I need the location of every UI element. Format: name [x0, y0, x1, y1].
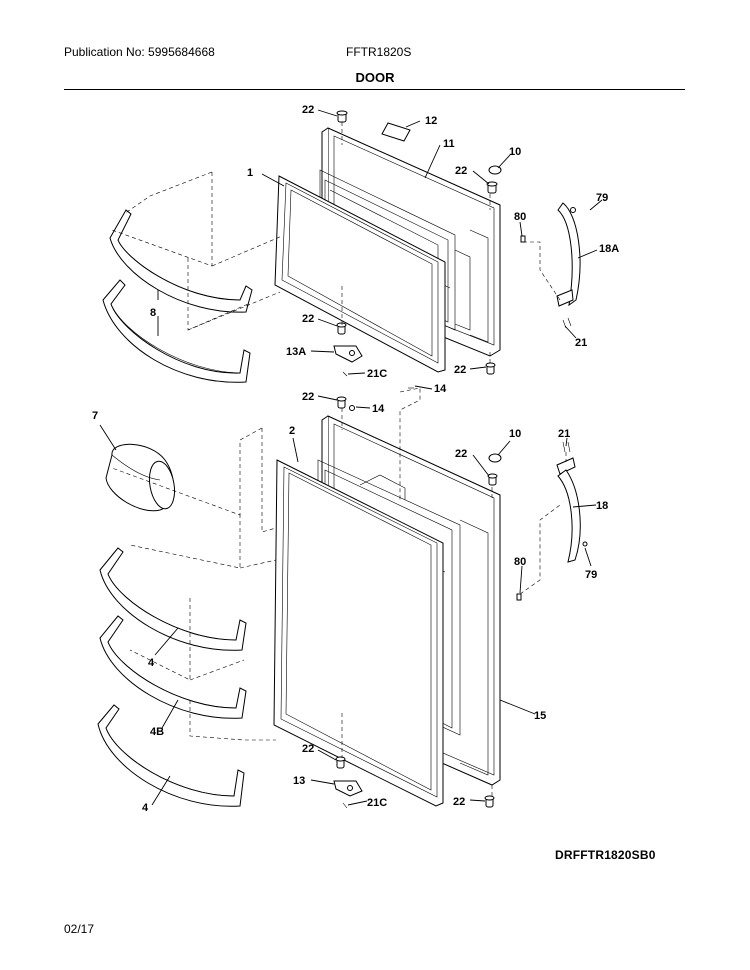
section-title: DOOR [355, 70, 395, 85]
callout-79: 79 [596, 192, 608, 204]
callout-8: 8 [150, 307, 156, 319]
leader-lines [99, 109, 603, 806]
callout-22: 22 [453, 796, 465, 808]
fresh-food-door-shelves [97, 547, 247, 807]
callout-22: 22 [455, 165, 467, 177]
callout-22: 22 [454, 364, 466, 376]
callout-13A: 13A [286, 346, 306, 358]
drawing-code: DRFFTR1820SB0 [555, 848, 656, 862]
callout-18: 18 [596, 500, 608, 512]
publication-number: Publication No: 5995684668 [64, 45, 215, 59]
callout-2: 2 [289, 425, 295, 437]
callout-10: 10 [509, 146, 521, 158]
callout-10: 10 [509, 428, 521, 440]
callout-18A: 18A [599, 243, 619, 255]
callout-21C: 21C [367, 797, 387, 809]
callout-79: 79 [585, 569, 597, 581]
callout-7: 7 [92, 410, 98, 422]
callout-4: 4 [142, 802, 149, 814]
callout-22: 22 [455, 448, 467, 460]
callout-15: 15 [534, 710, 546, 722]
callout-4: 4 [148, 657, 155, 669]
callout-13: 13 [293, 775, 305, 787]
header-rule [64, 89, 685, 90]
callout-labels: 22 12 11 10 22 1 79 80 18A 8 22 21 13A 2… [92, 104, 619, 814]
revision-date: 02/17 [64, 922, 95, 936]
callout-22: 22 [302, 104, 314, 116]
fresh-food-door-assembly [273, 387, 588, 809]
callout-22: 22 [302, 391, 314, 403]
freezer-door-shelves [102, 209, 253, 383]
model-number: FFTR1820S [346, 45, 412, 59]
callout-80: 80 [514, 211, 526, 223]
callout-11: 11 [443, 138, 455, 150]
freezer-door-assembly [274, 110, 581, 377]
callout-14: 14 [434, 383, 447, 395]
callout-4B: 4B [150, 726, 164, 738]
callout-22: 22 [302, 313, 314, 325]
callout-22: 22 [302, 743, 314, 755]
callout-21C: 21C [367, 368, 387, 380]
callout-14: 14 [372, 403, 385, 415]
assembly-dashed-lines [111, 122, 567, 797]
callout-21: 21 [558, 428, 570, 440]
callout-1: 1 [247, 167, 253, 179]
callout-21: 21 [575, 337, 587, 349]
dairy-bin [105, 443, 176, 512]
callout-80: 80 [514, 556, 526, 568]
callout-12: 12 [425, 115, 437, 127]
